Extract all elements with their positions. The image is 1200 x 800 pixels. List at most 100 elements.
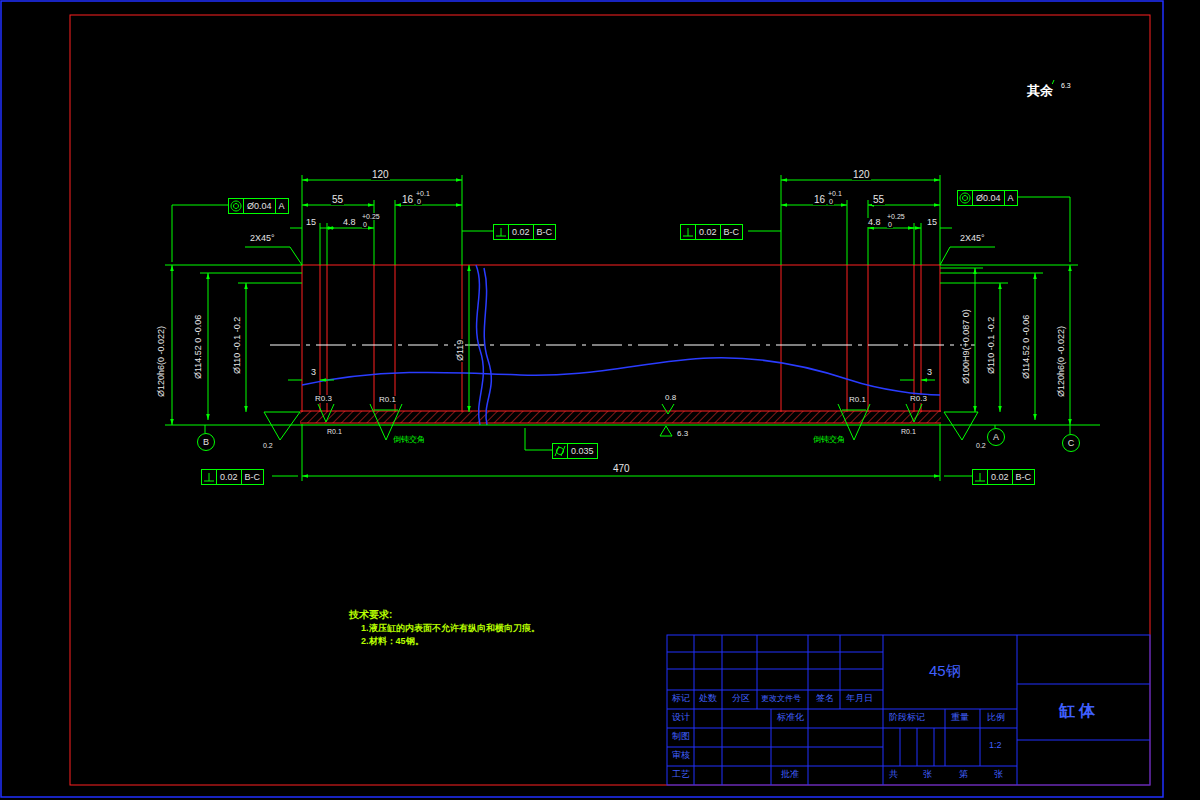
drawing-label: 55 <box>872 195 885 205</box>
tolerance-value: B-C <box>241 470 264 484</box>
tolerance-symbol <box>229 199 243 213</box>
part-outline <box>300 265 941 423</box>
tolerance-value: Ø0.04 <box>972 191 1004 205</box>
drawing-label: +0.1 <box>415 190 431 197</box>
tolerance-frame: 0.02B-C <box>493 224 556 240</box>
tolerance-symbol <box>553 444 567 458</box>
tolerance-value: A <box>1004 191 1017 205</box>
drawing-label: 16 <box>401 195 414 205</box>
drawing-label: 0 <box>887 221 893 228</box>
drawing-label: 比例 <box>986 713 1006 722</box>
tolerance-symbol <box>202 470 216 484</box>
drawing-label: 0.2 <box>262 442 274 449</box>
drawing-label: 2X45° <box>249 234 276 243</box>
tolerance-frame: 0.02B-C <box>972 469 1035 485</box>
drawing-label: 缸 体 <box>1058 703 1096 719</box>
drawing-label: 分区 <box>731 694 751 703</box>
datum-letter: A <box>993 432 999 442</box>
drawing-label: 1.液压缸的内表面不允许有纵向和横向刀痕。 <box>360 624 541 633</box>
roughness-symbols <box>264 80 1054 440</box>
tolerance-frame: 0.02B-C <box>680 224 743 240</box>
drawing-label: R0.1 <box>326 428 343 435</box>
drawing-label: 3 <box>310 368 317 377</box>
tolerance-value: B-C <box>720 225 743 239</box>
tolerance-symbol <box>958 191 972 205</box>
drawing-label: 0 <box>828 198 834 205</box>
drawing-label: 技术要求: <box>348 610 393 620</box>
drawing-label: 张 <box>993 770 1004 779</box>
drawing-label: 120 <box>371 170 390 180</box>
drawing-label: +0.25 <box>361 213 381 220</box>
outer-border <box>1 1 1163 797</box>
drawing-label: 15 <box>926 218 938 227</box>
drawing-label: 120 <box>852 170 871 180</box>
datum-letter: C <box>1068 438 1075 448</box>
tolerance-value: Ø0.04 <box>243 199 275 213</box>
tolerance-value: 0.035 <box>567 444 597 458</box>
drawing-label: Ø110 -0.1 -0.2 <box>233 316 242 375</box>
drawing-label: 470 <box>612 464 631 474</box>
drawing-label: 工艺 <box>671 770 691 779</box>
drawing-label: 第 <box>958 770 969 779</box>
drawing-label: 55 <box>331 195 344 205</box>
datum-circle: C <box>1062 434 1080 452</box>
drawing-label: 制图 <box>671 732 691 741</box>
drawing-label: Ø114.52 0 -0.06 <box>194 314 203 380</box>
datum-circle: B <box>197 433 215 451</box>
drawing-label: 倒钝交角 <box>812 436 846 444</box>
tolerance-value: B-C <box>533 225 556 239</box>
drawing-label: 共 <box>888 770 899 779</box>
drawing-label: Ø119 <box>456 339 465 362</box>
drawing-label: 45钢 <box>928 663 962 678</box>
drawing-label: 0 <box>362 221 368 228</box>
drawing-label: R0.1 <box>900 428 917 435</box>
drawing-label: R0.1 <box>848 396 867 404</box>
title-block <box>667 635 1150 785</box>
drawing-label: +0.1 <box>827 190 843 197</box>
drawing-label: 15 <box>305 218 317 227</box>
drawing-label: 6.3 <box>676 430 689 438</box>
drawing-label: 年月日 <box>845 694 874 703</box>
tolerance-value: A <box>275 199 288 213</box>
drawing-label: Ø110 -0.1 -0.2 <box>987 316 996 375</box>
drawing-label: 阶段标记 <box>888 713 926 722</box>
drawing-label: 批准 <box>780 770 800 779</box>
break-lines <box>302 265 940 425</box>
drawing-label: R0.1 <box>378 396 397 404</box>
tolerance-value: 0.02 <box>216 470 241 484</box>
drawing-label: Ø100H9(+0.087 0) <box>962 308 971 385</box>
drawing-label: 标准化 <box>776 713 805 722</box>
drawing-label: Ø120h6(0 -0.022) <box>1057 325 1066 398</box>
drawing-label: Ø120h6(0 -0.022) <box>157 325 166 398</box>
drawing-label: 更改文件号 <box>760 695 802 703</box>
drawing-label: 其余 <box>1026 84 1054 97</box>
dimension-lines <box>165 175 1100 481</box>
drawing-label: 0 <box>416 198 422 205</box>
tolerance-frame: Ø0.04A <box>957 190 1018 206</box>
drawing-label: 设计 <box>671 713 691 722</box>
tolerance-value: 0.02 <box>695 225 720 239</box>
drawing-label: 张 <box>922 770 933 779</box>
drawing-label: 2.材料：45钢。 <box>360 637 425 646</box>
drawing-label: 倒钝交角 <box>392 436 426 444</box>
drawing-label: 2X45° <box>959 234 986 243</box>
drawing-label: 0.8 <box>664 394 677 402</box>
drawing-label: 16 <box>813 195 826 205</box>
drawing-label: 重量 <box>950 713 970 722</box>
tolerance-frame: 0.035 <box>552 443 598 459</box>
drawing-label: 1:2 <box>988 741 1003 750</box>
datum-circle: A <box>987 428 1005 446</box>
inner-frame <box>70 15 1150 785</box>
drawing-label: 6.3 <box>1060 82 1072 89</box>
tolerance-value: 0.02 <box>508 225 533 239</box>
drawing-label: 3 <box>926 368 933 377</box>
tolerance-symbol <box>973 470 987 484</box>
drawing-label: 0.2 <box>975 442 987 449</box>
drawing-label: 4.8 <box>867 218 882 227</box>
drawing-label: 处数 <box>698 694 718 703</box>
tolerance-symbol <box>494 225 508 239</box>
tolerance-value: 0.02 <box>987 470 1012 484</box>
datum-letter: B <box>203 437 209 447</box>
